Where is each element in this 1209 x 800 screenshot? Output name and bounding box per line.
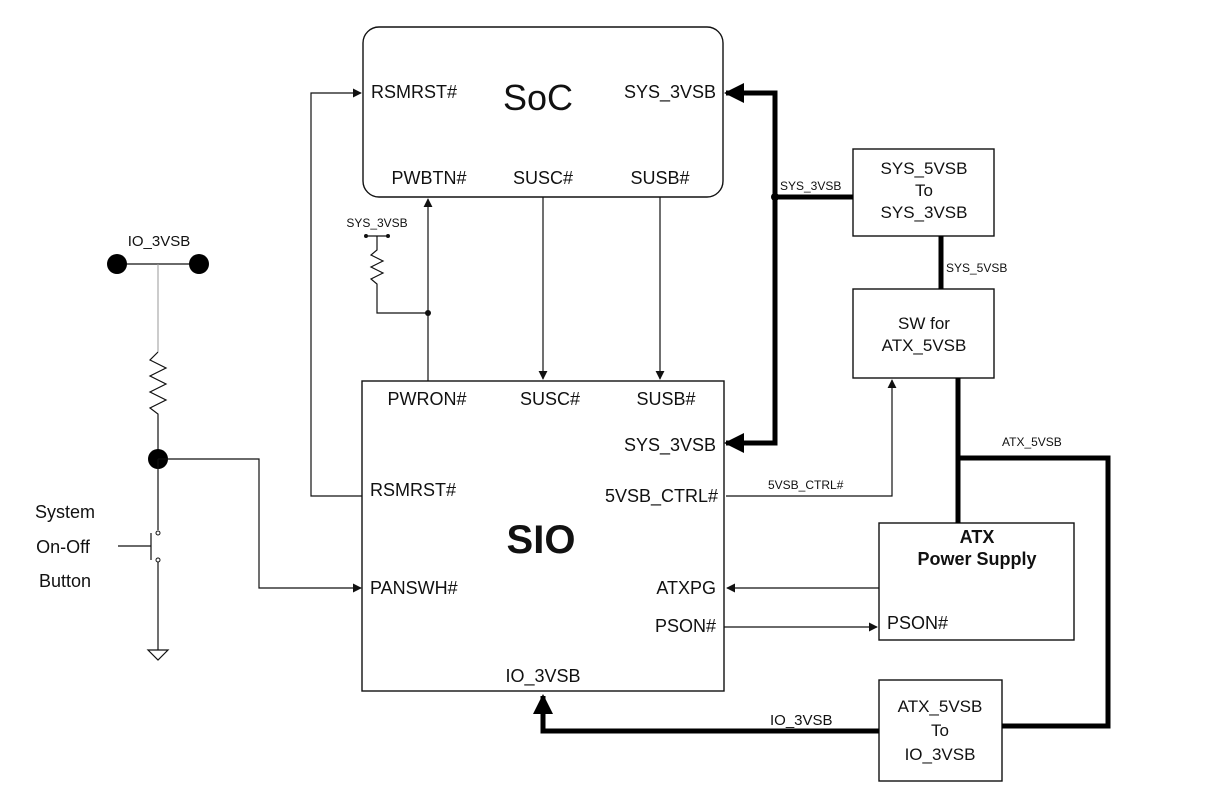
button-pullup-resistor xyxy=(148,351,168,459)
rail-terminal-right xyxy=(189,254,209,274)
switch-atx-5vsb: SW for ATX_5VSB xyxy=(852,288,995,379)
soc-pin-susb: SUSB# xyxy=(630,168,689,188)
button-label-line3: Button xyxy=(39,571,91,591)
left-rail-label: IO_3VSB xyxy=(128,233,191,250)
soc-title: SoC xyxy=(503,77,573,118)
net-label-atx5vsb: ATX_5VSB xyxy=(1002,435,1062,449)
bus-sys3vsb xyxy=(724,83,778,453)
wire-rsmrst xyxy=(310,88,362,497)
sio-pin-panswh: PANSWH# xyxy=(370,578,458,598)
sio-title: SIO xyxy=(507,518,576,562)
sio-pin-io3vsb: IO_3VSB xyxy=(505,666,580,687)
sio-pin-5vsb-ctrl: 5VSB_CTRL# xyxy=(605,486,718,507)
rail-terminal-left xyxy=(107,254,127,274)
net-label-sys3vsb: SYS_3VSB xyxy=(780,179,841,193)
sio-pin-susb: SUSB# xyxy=(636,389,695,409)
wire-panswh xyxy=(158,458,362,593)
sio-block: SIO PWRON# SUSC# SUSB# SYS_3VSB RSMRST# … xyxy=(361,380,725,692)
converter-5to3-line1: SYS_5VSB xyxy=(881,159,968,178)
junction-dot xyxy=(425,310,431,316)
sio-pin-pwron: PWRON# xyxy=(387,389,466,409)
bus-io3vsb xyxy=(533,694,879,734)
power-button-circuit: IO_3VSB System On-Off Button xyxy=(35,233,362,661)
switch-line1: SW for xyxy=(898,314,950,333)
soc-pin-sys3vsb: SYS_3VSB xyxy=(624,82,716,103)
bus-junction xyxy=(771,193,779,201)
sio-pin-atxpg: ATXPG xyxy=(656,578,716,598)
converter-atx-io-line3: IO_3VSB xyxy=(905,745,976,764)
pullup-rail-label: SYS_3VSB xyxy=(346,216,407,230)
converter-5to3-line2: To xyxy=(915,181,933,200)
sio-pin-pson: PSON# xyxy=(655,616,716,636)
soc-pin-rsmrst: RSMRST# xyxy=(371,82,457,102)
net-label-sys5vsb: SYS_5VSB xyxy=(946,261,1007,275)
converter-atx-io-line2: To xyxy=(931,721,949,740)
atx-power-supply: ATX Power Supply PSON# xyxy=(878,522,1075,641)
switch-line2: ATX_5VSB xyxy=(882,336,967,355)
wire-5vsb-ctrl xyxy=(726,379,897,497)
button-label-line2: On-Off xyxy=(36,537,91,557)
converter-atx-to-io: ATX_5VSB To IO_3VSB xyxy=(878,679,1003,782)
converter-atx-io-line1: ATX_5VSB xyxy=(898,697,983,716)
soc-block: SoC RSMRST# SYS_3VSB PWBTN# SUSC# SUSB# xyxy=(362,26,724,198)
atx-psu-line2: Power Supply xyxy=(917,549,1036,569)
net-label-io3vsb: IO_3VSB xyxy=(770,712,833,729)
converter-5vsb-to-3vsb: SYS_5VSB To SYS_3VSB xyxy=(852,148,995,237)
soc-pin-pwbtn: PWBTN# xyxy=(391,168,466,188)
ground-icon xyxy=(146,649,170,661)
atx-psu-pson: PSON# xyxy=(887,613,948,633)
net-label-5vsb-ctrl: 5VSB_CTRL# xyxy=(768,478,844,492)
converter-5to3-line3: SYS_3VSB xyxy=(881,203,968,222)
soc-pin-susc: SUSC# xyxy=(513,168,573,188)
pullup-resistor: SYS_3VSB xyxy=(346,216,431,316)
sio-pin-sys3vsb: SYS_3VSB xyxy=(624,435,716,456)
bus-atx5vsb-route xyxy=(958,455,1111,729)
button-label-line1: System xyxy=(35,502,95,522)
atx-psu-line1: ATX xyxy=(960,527,995,547)
sio-pin-susc: SUSC# xyxy=(520,389,580,409)
sio-pin-rsmrst: RSMRST# xyxy=(370,480,456,500)
